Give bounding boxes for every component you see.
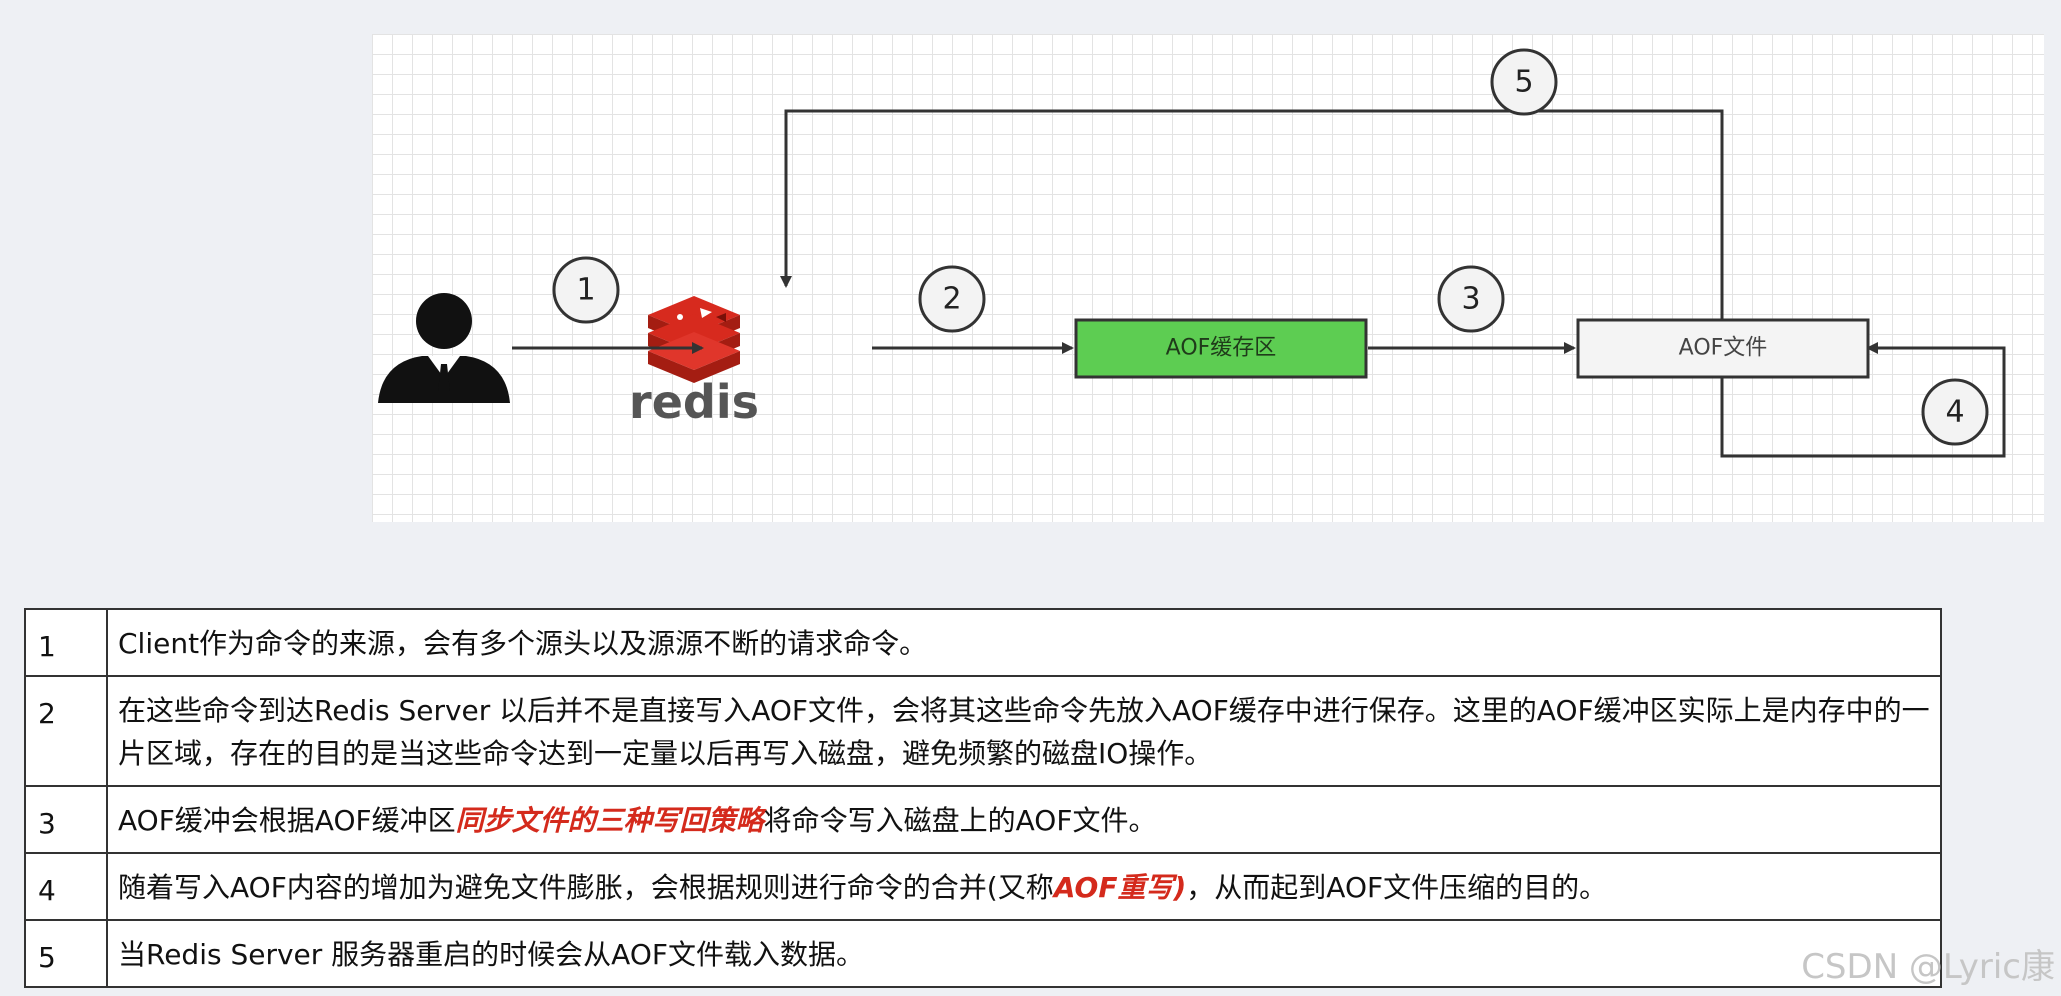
step-marker-5: 5 [1490,48,1558,116]
aof-buffer-label: AOF缓存区 [1166,336,1277,361]
svg-text:1: 1 [576,273,595,308]
svg-text:5: 5 [1514,65,1533,100]
aof-flow-diagram: redis AOF缓存区 AOF文件 1 2 3 4 [372,34,2044,522]
table-row: 3 AOF缓冲会根据AOF缓冲区同步文件的三种写回策略将命令写入磁盘上的AOF文… [24,785,1942,854]
highlight-writeback-strategies: 同步文件的三种写回策略 [455,804,764,837]
table-row: 1 Client作为命令的来源，会有多个源头以及源源不断的请求命令。 [24,608,1942,677]
aof-buffer-box [1074,318,1368,379]
row-text-before: 随着写入AOF内容的增加为避免文件膨胀，会根据规则进行命令的合并(又称 [118,871,1054,904]
step-marker-2: 2 [918,265,986,333]
csdn-watermark: CSDN @Lyric康 [1801,947,2055,987]
svg-text:3: 3 [1461,282,1480,317]
row-number: 3 [24,785,108,854]
step-marker-1: 1 [552,256,620,324]
row-text-after: 将命令写入磁盘上的AOF文件。 [763,804,1157,837]
row-description: Client作为命令的来源，会有多个源头以及源源不断的请求命令。 [106,608,1942,677]
table-row: 5 当Redis Server 服务器重启的时候会从AOF文件载入数据。 [24,919,1942,988]
row-number: 2 [24,675,108,787]
client-user-icon [378,293,510,403]
step-marker-4: 4 [1921,378,1989,446]
highlight-aof-rewrite: AOF重写) [1053,871,1187,904]
aof-file-label: AOF文件 [1679,336,1768,361]
row-text-after: ，从而起到AOF文件压缩的目的。 [1186,871,1608,904]
table-row: 2 在这些命令到达Redis Server 以后并不是直接写入AOF文件，会将其… [24,675,1942,787]
arrow-file-load-to-redis [780,109,1724,327]
row-number: 4 [24,852,108,921]
row-text-before: AOF缓冲会根据AOF缓冲区 [118,804,456,837]
svg-text:4: 4 [1945,395,1964,430]
step-description-table: 1 Client作为命令的来源，会有多个源头以及源源不断的请求命令。 2 在这些… [24,608,1942,988]
row-description: 在这些命令到达Redis Server 以后并不是直接写入AOF文件，会将其这些… [106,675,1942,787]
redis-logo: redis [629,296,759,429]
svg-text:2: 2 [942,282,961,317]
aof-file-box [1576,318,1870,379]
step-marker-3: 3 [1437,265,1505,333]
row-description: 随着写入AOF内容的增加为避免文件膨胀，会根据规则进行命令的合并(又称AOF重写… [106,852,1942,921]
redis-wordmark: redis [629,375,759,429]
row-description: 当Redis Server 服务器重启的时候会从AOF文件载入数据。 [106,919,1942,988]
row-number: 5 [24,919,108,988]
table-row: 4 随着写入AOF内容的增加为避免文件膨胀，会根据规则进行命令的合并(又称AOF… [24,852,1942,921]
arrow-aof-rewrite-loop [1720,342,2006,458]
row-number: 1 [24,608,108,677]
diagram-svg: redis AOF缓存区 AOF文件 1 2 3 4 [378,48,2006,458]
row-description: AOF缓冲会根据AOF缓冲区同步文件的三种写回策略将命令写入磁盘上的AOF文件。 [106,785,1942,854]
